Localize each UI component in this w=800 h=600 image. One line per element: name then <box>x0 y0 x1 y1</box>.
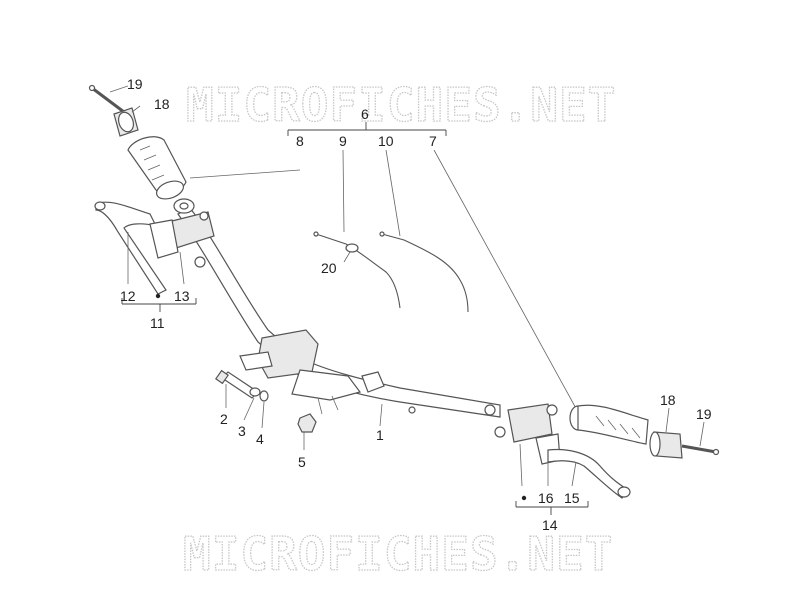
callout-1: 1 <box>376 427 384 443</box>
callout-5: 5 <box>298 454 306 470</box>
left-spacer-ring <box>173 198 195 214</box>
washer-4 <box>259 390 269 402</box>
leader-lines <box>109 85 705 487</box>
bracket-6 <box>287 122 447 136</box>
callout-4: 4 <box>256 431 264 447</box>
callout-6: 6 <box>361 106 369 122</box>
callout-9: 9 <box>339 133 347 149</box>
callout-20: 20 <box>321 260 337 276</box>
callout-19-right: 19 <box>696 406 712 422</box>
callout-16: 16 <box>538 490 554 506</box>
handlebar-tube <box>177 207 501 418</box>
right-grip-end-weight <box>649 431 683 459</box>
right-grip-bolt <box>681 444 720 456</box>
callout-11: 11 <box>150 315 165 331</box>
watermark-top: MICROFICHES.NET <box>186 78 616 132</box>
callout-18-left: 18 <box>154 96 170 112</box>
left-grip-bolt <box>88 84 125 114</box>
callout-13: 13 <box>174 288 190 304</box>
callout-8: 8 <box>296 133 304 149</box>
callout-labels: 19 18 6 8 9 10 7 20 12 13 11 2 3 4 1 5 1… <box>120 76 712 533</box>
callout-18-right: 18 <box>660 392 676 408</box>
callout-3: 3 <box>238 423 246 439</box>
right-brake-lever <box>547 448 631 499</box>
watermark-bottom: MICROFICHES.NET <box>183 527 613 581</box>
callout-10: 10 <box>378 133 394 149</box>
callout-12: 12 <box>120 288 136 304</box>
throttle-cable-10 <box>379 231 469 313</box>
left-grip <box>127 136 187 200</box>
right-grip <box>569 404 649 445</box>
nut-5 <box>297 413 317 433</box>
throttle-cable-9 <box>313 231 401 309</box>
left-brake-lever <box>94 201 167 295</box>
bracket-11 <box>121 293 197 312</box>
washer-3 <box>249 387 261 397</box>
callout-19-left: 19 <box>127 76 143 92</box>
left-master-cylinder <box>149 211 215 268</box>
right-grip-cable-7 <box>433 149 579 413</box>
callout-15: 15 <box>564 490 580 506</box>
callout-2: 2 <box>220 411 228 427</box>
callout-14: 14 <box>542 517 558 533</box>
bracket-14 <box>515 495 589 515</box>
left-grip-end-weight <box>113 107 139 137</box>
callout-7: 7 <box>429 133 437 149</box>
